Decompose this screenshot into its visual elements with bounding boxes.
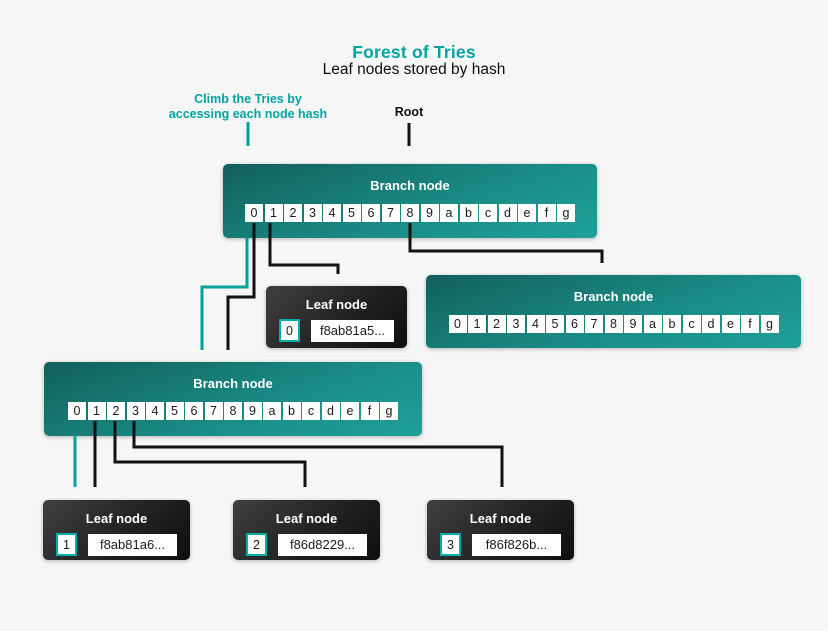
branch-cell-0: 0 — [68, 402, 86, 420]
branch-cell-3: 3 — [303, 204, 322, 222]
leaf-node-2-index: 2 — [246, 533, 267, 556]
branch-cell-4: 4 — [323, 204, 341, 222]
branch-cell-0: 0 — [245, 204, 263, 222]
leaf-node-2-title: Leaf node — [275, 511, 338, 526]
branch-cell-5: 5 — [546, 315, 564, 333]
branch-cell-9: 9 — [624, 315, 642, 333]
branch-cell-8: 8 — [401, 204, 419, 222]
branch-cell-d: d — [321, 402, 340, 420]
branch-cell-b: b — [459, 204, 478, 222]
leaf-node-2: Leaf node 2 f86d8229... — [233, 500, 380, 560]
branch-cell-a: a — [440, 204, 458, 222]
branch-node-root-title: Branch node — [370, 178, 450, 193]
branch-node-lower-title: Branch node — [193, 376, 273, 391]
leaf-node-1-hash: f8ab81a6... — [88, 533, 177, 556]
branch-cell-1: 1 — [87, 402, 106, 420]
branch-cell-1: 1 — [264, 204, 283, 222]
leaf-node-0-hash: f8ab81a5... — [311, 319, 394, 342]
branch-cell-4: 4 — [146, 402, 164, 420]
branch-cell-a: a — [263, 402, 281, 420]
arrow-rootcell0-to-lower-branch-icon — [226, 223, 256, 350]
branch-cell-c: c — [682, 315, 701, 333]
leaf-node-1-title: Leaf node — [85, 511, 148, 526]
leaf-node-2-row: 2 f86d8229... — [246, 533, 367, 556]
leaf-node-3-index: 3 — [440, 533, 461, 556]
leaf-node-0-title: Leaf node — [305, 297, 368, 312]
branch-cell-e: e — [721, 315, 740, 333]
branch-cell-e: e — [341, 402, 359, 420]
branch-cell-7: 7 — [381, 204, 400, 222]
climb-annotation-line1: Climb the Tries by — [194, 92, 302, 106]
branch-node-right-title: Branch node — [573, 289, 654, 304]
climb-annotation-line2: accessing each node hash — [168, 106, 328, 121]
branch-cell-3: 3 — [126, 402, 145, 420]
branch-cell-4: 4 — [526, 315, 545, 333]
leaf-node-2-hash: f86d8229... — [278, 533, 367, 556]
leaf-node-1: Leaf node 1 f8ab81a6... — [43, 500, 190, 560]
branch-cell-6: 6 — [185, 402, 203, 420]
branch-cell-7: 7 — [585, 315, 603, 333]
branch-cell-d: d — [498, 204, 517, 222]
branch-cell-c: c — [479, 204, 497, 222]
leaf-node-3-title: Leaf node — [469, 511, 532, 526]
page-title: Forest of Tries — [352, 42, 476, 62]
branch-cell-5: 5 — [342, 204, 361, 222]
branch-cell-8: 8 — [224, 402, 242, 420]
branch-cell-b: b — [282, 402, 301, 420]
branch-cell-b: b — [663, 315, 681, 333]
branch-cell-9: 9 — [243, 402, 262, 420]
leaf-node-3-row: 3 f86f826b... — [440, 533, 561, 556]
branch-cell-a: a — [643, 315, 662, 333]
branch-cell-g: g — [557, 204, 575, 222]
branch-cell-f: f — [360, 402, 379, 420]
branch-cell-d: d — [702, 315, 720, 333]
leaf-node-0-index: 0 — [279, 319, 300, 342]
climb-annotation: Climb the Tries by accessing each node h… — [137, 92, 359, 121]
leaf-node-3-hash: f86f826b... — [472, 533, 561, 556]
branch-cell-8: 8 — [604, 315, 623, 333]
branch-cell-3: 3 — [507, 315, 525, 333]
branch-cell-7: 7 — [204, 402, 223, 420]
branch-cell-9: 9 — [420, 204, 439, 222]
branch-cell-1: 1 — [468, 315, 486, 333]
branch-cell-g: g — [760, 315, 779, 333]
arrow-climb-root-to-lower-branch-icon — [200, 238, 249, 350]
branch-cell-0: 0 — [448, 315, 467, 333]
leaf-node-1-index: 1 — [56, 533, 77, 556]
leaf-node-0-row: 0 f8ab81a5... — [279, 319, 394, 342]
branch-cell-e: e — [518, 204, 536, 222]
branch-cell-2: 2 — [487, 315, 506, 333]
root-annotation: Root — [394, 105, 424, 119]
branch-cell-6: 6 — [565, 315, 584, 333]
leaf-node-3: Leaf node 3 f86f826b... — [427, 500, 574, 560]
branch-cell-f: f — [537, 204, 556, 222]
branch-cell-f: f — [741, 315, 759, 333]
branch-cell-2: 2 — [284, 204, 302, 222]
branch-cell-g: g — [380, 402, 398, 420]
branch-cell-5: 5 — [165, 402, 184, 420]
branch-cell-2: 2 — [107, 402, 125, 420]
branch-cell-6: 6 — [362, 204, 380, 222]
leaf-node-1-row: 1 f8ab81a6... — [56, 533, 177, 556]
page-subtitle: Leaf nodes stored by hash — [322, 61, 506, 78]
leaf-node-0: Leaf node 0 f8ab81a5... — [266, 286, 407, 348]
branch-cell-c: c — [302, 402, 320, 420]
